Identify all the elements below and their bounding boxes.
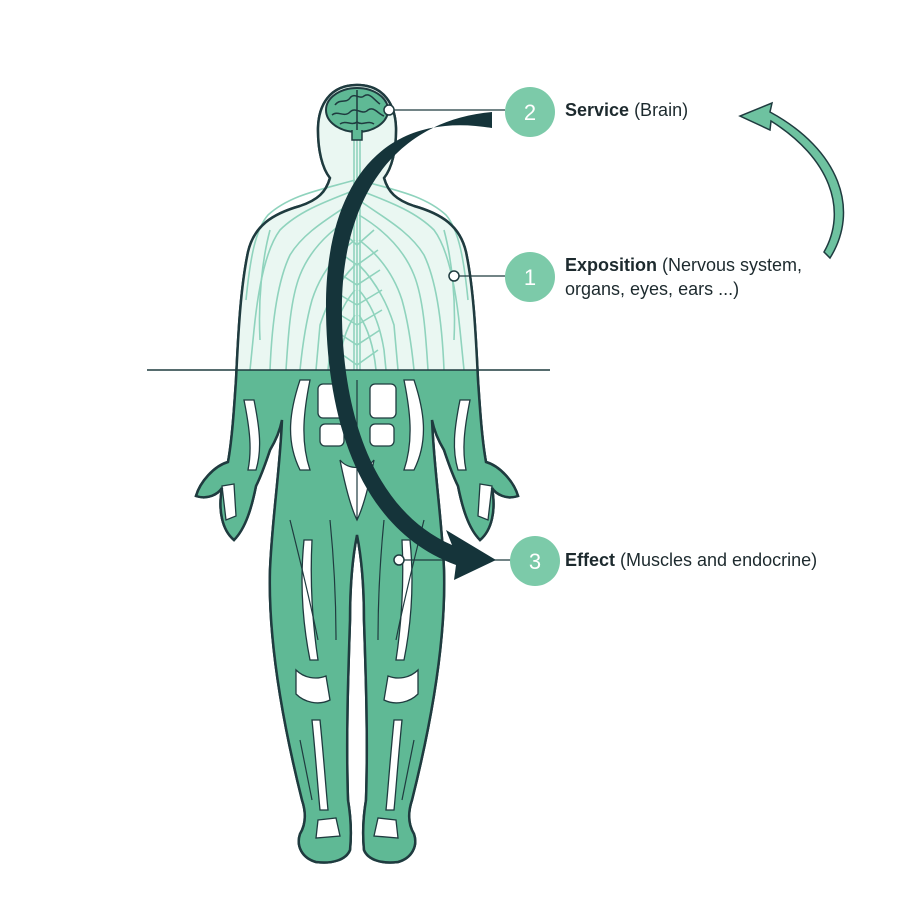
callout-effect: Effect (Muscles and endocrine) [565,548,817,572]
badge-2-number: 2 [524,100,536,125]
callout-exposition-detail-line2: organs, eyes, ears ...) [565,279,740,299]
callout-exposition-detail: (Nervous system, [657,255,803,275]
badge-2: 2 [505,87,555,137]
badge-1-number: 1 [524,265,536,290]
brain-marker-dot [383,104,395,116]
badge-3: 3 [510,536,560,586]
callout-effect-detail: (Muscles and endocrine) [615,550,818,570]
muscular-system [196,370,518,863]
badge-1: 1 [505,252,555,302]
leg-marker-dot [393,554,405,566]
process-arrow-dark [325,112,496,580]
callout-exposition: Exposition (Nervous system, organs, eyes… [565,253,802,301]
badge-3-number: 3 [529,549,541,574]
arm-marker-dot [448,270,460,282]
callout-exposition-title: Exposition [565,255,658,275]
feedback-arrow-light [738,101,845,260]
callout-service-detail: (Brain) [629,100,689,120]
callout-service-title: Service [565,100,630,120]
callout-effect-title: Effect [565,550,616,570]
callout-service: Service (Brain) [565,98,688,122]
